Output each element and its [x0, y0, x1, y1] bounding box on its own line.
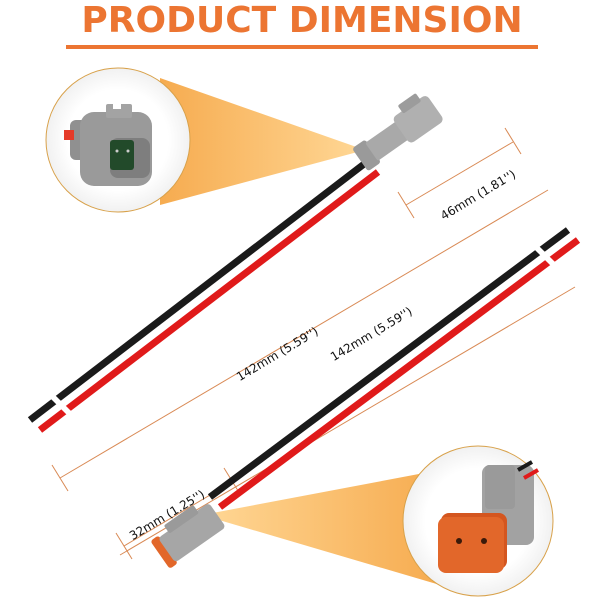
callout-beam-top: [160, 78, 365, 205]
female-connector: [151, 504, 225, 568]
male-connector: [353, 93, 443, 171]
title-underline: [66, 45, 538, 49]
female-cable: [207, 227, 581, 510]
female-connector-closeup: [402, 445, 554, 597]
page-title: PRODUCT DIMENSION: [81, 0, 523, 41]
male-connector-closeup: [45, 67, 191, 213]
callout-beam-bottom: [202, 470, 440, 585]
male-cable: [27, 158, 381, 433]
